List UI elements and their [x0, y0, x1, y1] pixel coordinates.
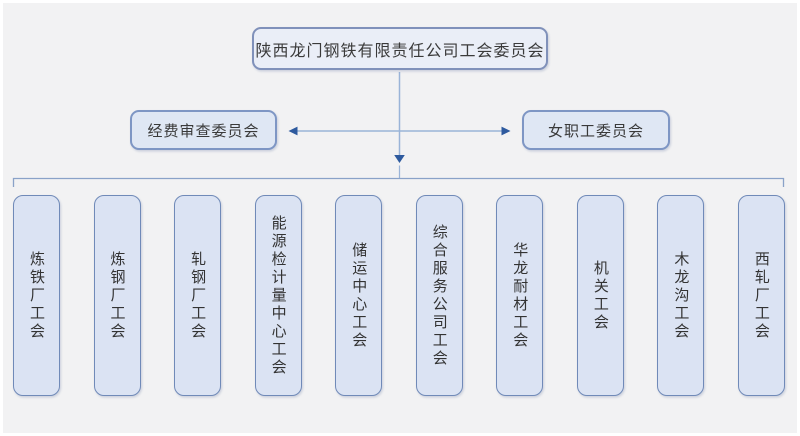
branch-union-label: 炼铁厂工会 [28, 250, 45, 341]
root-down-arrow [394, 72, 405, 178]
org-box-female-workers-committee: 女职工委员会 [522, 110, 670, 150]
org-box-root-label: 陕西龙门钢铁有限责任公司工会委员会 [255, 42, 545, 60]
org-box-branch-union: 炼钢厂工会 [93, 195, 141, 396]
branch-union-row: 炼铁厂工会 炼钢厂工会 轧钢厂工会 能源检计量中心工会 储运中心工会 综合服务公… [13, 195, 785, 396]
right-arrowhead-icon [501, 126, 511, 136]
branch-union-label: 炼钢厂工会 [108, 250, 126, 341]
org-box-branch-union: 综合服务公司工会 [415, 195, 463, 396]
org-box-funds-review-committee: 经费审查委员会 [130, 110, 277, 150]
branch-union-label: 能源检计量中心工会 [269, 214, 287, 377]
branch-union-label: 轧钢厂工会 [189, 250, 207, 341]
branch-union-label: 华龙耐材工会 [511, 241, 529, 350]
committee-double-arrow [288, 126, 511, 136]
branch-bracket [12, 177, 785, 187]
left-arrowhead-icon [288, 126, 298, 136]
org-box-branch-union: 西轧厂工会 [737, 195, 785, 396]
branch-union-label: 机关工会 [591, 259, 609, 332]
org-box-branch-union: 华龙耐材工会 [496, 195, 544, 396]
branch-union-label: 木龙沟工会 [672, 250, 690, 341]
female-workers-committee-label: 女职工委员会 [547, 122, 644, 140]
funds-review-committee-label: 经费审查委员会 [147, 122, 260, 140]
branch-union-label: 储运中心工会 [350, 241, 368, 350]
branch-union-label: 综合服务公司工会 [430, 223, 448, 368]
org-box-branch-union: 轧钢厂工会 [174, 195, 222, 396]
branch-union-label: 西轧厂工会 [752, 250, 770, 341]
org-box-branch-union: 机关工会 [576, 195, 624, 396]
org-box-branch-union: 炼铁厂工会 [13, 195, 60, 396]
down-arrowhead-icon [394, 155, 405, 163]
org-box-branch-union: 能源检计量中心工会 [254, 195, 302, 396]
org-box-root: 陕西龙门钢铁有限责任公司工会委员会 [252, 27, 548, 70]
org-box-branch-union: 木龙沟工会 [657, 195, 705, 396]
org-box-branch-union: 储运中心工会 [335, 195, 383, 396]
